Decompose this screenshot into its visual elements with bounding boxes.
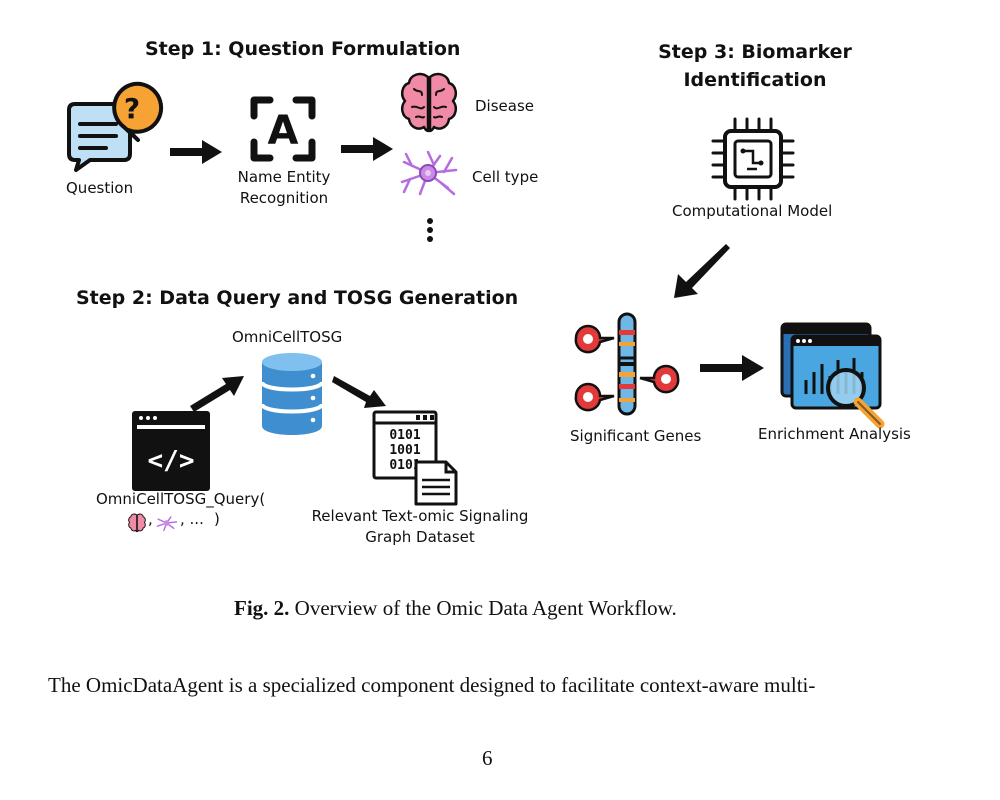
question-chat-icon: ? [67,81,164,172]
genes-label: Significant Genes [570,427,702,445]
arrow-database-to-dataset [332,376,386,408]
database-icon [260,353,324,435]
brain-icon [400,72,458,133]
binary-row3: 0101 [389,458,420,473]
arrow-ner-to-entities [341,137,393,161]
magnifier-chart-icon [780,322,885,429]
entity-disease-label: Disease [475,97,534,115]
arrow-model-to-genes [674,244,730,298]
question-label: Question [66,179,134,197]
query-sep1: , [148,510,153,528]
ner-label-line1: Name Entity [237,168,331,186]
model-label: Computational Model [672,202,833,220]
more-entities-ellipsis-icon [427,218,433,242]
arrow-question-to-ner [170,140,222,164]
enrichment-label: Enrichment Analysis [758,425,911,443]
neuron-icon [400,150,458,196]
neuron-icon-small [156,516,178,532]
code-window-icon: </> [132,411,210,491]
arrow-genes-to-enrichment [700,355,764,381]
step1-title: Step 1: Question Formulation [145,38,461,60]
dataset-label-line1: Relevant Text-omic Signaling [311,507,529,525]
query-args-row: , , ... ) [128,510,228,534]
query-close: ) [214,510,220,528]
figure-caption: Fig. 2. Overview of the Omic Data Agent … [234,596,677,621]
step3-title-line2: Identification [683,69,827,91]
body-paragraph: The OmicDataAgent is a specialized compo… [48,673,816,697]
binary-row1: 0101 [389,428,420,443]
brain-icon-small [128,513,146,533]
ner-label-line2: Recognition [239,189,329,207]
query-sep2: , ... [180,510,204,528]
chip-icon [711,117,795,201]
caption-label: Fig. 2. [234,596,290,620]
dataset-label-line2: Graph Dataset [365,528,475,546]
binary-document-icon: 0101 1001 0101 [372,410,458,506]
step2-title: Step 2: Data Query and TOSG Generation [76,287,519,309]
arrow-code-to-database [190,376,244,412]
question-mark: ? [124,92,140,125]
dataset-label: Relevant Text-omic Signaling Graph Datas… [300,506,540,548]
binary-row2: 1001 [389,443,420,458]
chromosome-icon [574,312,680,416]
database-label: OmniCellTOSG [232,328,343,346]
step3-title: Step 3: Biomarker Identification [650,38,860,94]
ner-scan-icon: A [250,96,316,162]
entity-cell-type-label: Cell type [472,168,539,186]
code-glyph: </> [148,446,195,476]
caption-text: Overview of the Omic Data Agent Workflow… [294,596,677,620]
ner-label: Name Entity Recognition [226,167,342,209]
ner-letter: A [268,108,299,154]
step3-title-line1: Step 3: Biomarker [658,41,852,63]
query-line1: OmniCellTOSG_Query( [96,490,266,508]
page-number: 6 [482,746,493,770]
